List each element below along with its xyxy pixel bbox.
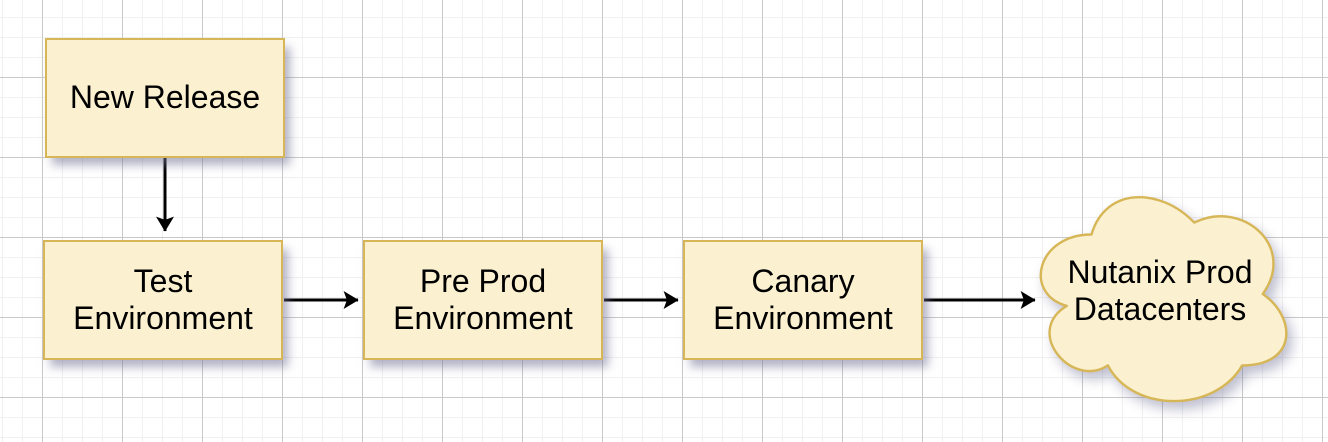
node-test-environment[interactable]: Test Environment (43, 240, 283, 360)
node-canary-environment[interactable]: Canary Environment (683, 240, 923, 360)
node-canary-environment-label: Canary Environment (713, 262, 893, 336)
node-nutanix-prod-datacenters-label: Nutanix Prod Datacenters (1067, 253, 1253, 328)
node-new-release[interactable]: New Release (45, 38, 285, 158)
cloud-icon (1039, 195, 1288, 403)
node-nutanix-prod-datacenters[interactable]: Nutanix Prod Datacenters (1023, 175, 1297, 413)
node-new-release-label: New Release (69, 79, 261, 116)
node-test-environment-label: Test Environment (73, 262, 253, 336)
node-pre-prod-environment[interactable]: Pre Prod Environment (363, 240, 603, 360)
node-pre-prod-environment-label: Pre Prod Environment (393, 262, 573, 336)
